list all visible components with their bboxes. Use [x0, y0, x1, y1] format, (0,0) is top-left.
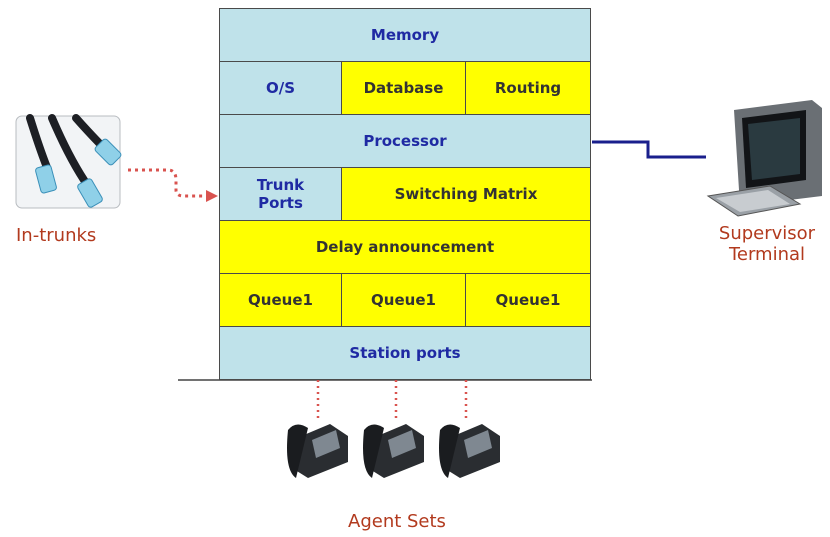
row-software: O/S Database Routing [220, 62, 590, 115]
queue-block: Queue1 [466, 274, 590, 326]
row-trunks: Trunk Ports Switching Matrix [220, 168, 590, 221]
row-delay: Delay announcement [220, 221, 590, 274]
supervisor-label-line-2: Terminal [728, 244, 806, 265]
in-trunks-connector [128, 168, 206, 198]
os-block: O/S [220, 62, 342, 114]
switch-architecture-stack: Memory O/S Database Routing Processor Tr… [219, 8, 591, 380]
row-station-ports: Station ports [220, 327, 590, 379]
database-block: Database [342, 62, 466, 114]
station-ports-block: Station ports [220, 327, 590, 379]
queue-block: Queue1 [220, 274, 342, 326]
cable-bundle-icon [15, 114, 122, 209]
switching-matrix-block: Switching Matrix [342, 168, 590, 220]
supervisor-terminal-label: Supervisor Terminal [708, 223, 826, 265]
agent-sets-label: Agent Sets [348, 511, 446, 532]
trunk-ports-label-1: Trunk [256, 176, 305, 194]
processor-block: Processor [220, 115, 590, 167]
row-queues: Queue1 Queue1 Queue1 [220, 274, 590, 327]
routing-block: Routing [466, 62, 590, 114]
memory-block: Memory [220, 9, 590, 61]
trunk-ports-label-2: Ports [258, 194, 303, 212]
desk-phone-icon [439, 424, 500, 478]
computer-terminal-icon [706, 100, 822, 217]
in-trunks-label: In-trunks [16, 225, 97, 246]
trunk-ports-block: Trunk Ports [220, 168, 342, 220]
queue-block: Queue1 [342, 274, 466, 326]
row-memory: Memory [220, 9, 590, 62]
row-processor: Processor [220, 115, 590, 168]
in-trunks-arrowhead [206, 190, 218, 202]
delay-announcement-block: Delay announcement [220, 221, 590, 273]
supervisor-label-line-1: Supervisor [718, 223, 816, 244]
desk-phone-icon [363, 424, 424, 478]
desk-phone-icon [287, 424, 348, 478]
supervisor-line [592, 140, 706, 159]
